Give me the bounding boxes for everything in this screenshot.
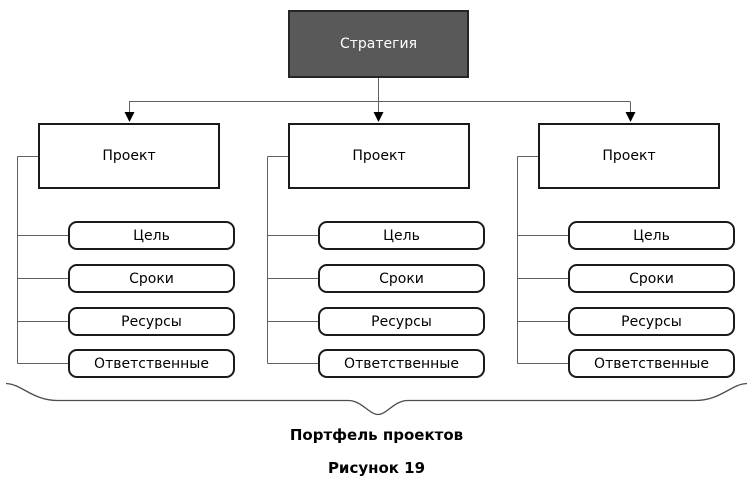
attr-node-deadlines: Сроки	[68, 264, 235, 293]
figure-caption: Рисунок 19	[327, 459, 426, 477]
project-node: Проект	[538, 123, 720, 189]
attr-node-deadlines: Сроки	[318, 264, 485, 293]
attr-node-resources: Ресурсы	[318, 307, 485, 336]
attr-node-goal: Цель	[568, 221, 735, 250]
attr-node-responsible: Ответственные	[318, 349, 485, 378]
attr-node-responsible: Ответственные	[68, 349, 235, 378]
strategy-node: Стратегия	[288, 10, 469, 78]
project-node: Проект	[38, 123, 220, 189]
attr-node-goal: Цель	[318, 221, 485, 250]
arrow-down-icon	[124, 112, 636, 122]
attr-node-goal: Цель	[68, 221, 235, 250]
project-node: Проект	[288, 123, 470, 189]
brace-label: Портфель проектов	[289, 426, 464, 444]
attr-node-responsible: Ответственные	[568, 349, 735, 378]
curly-brace-icon	[5, 382, 748, 416]
attr-node-resources: Ресурсы	[68, 307, 235, 336]
attr-node-resources: Ресурсы	[568, 307, 735, 336]
attr-node-deadlines: Сроки	[568, 264, 735, 293]
root-to-projects-connector	[129, 78, 631, 117]
